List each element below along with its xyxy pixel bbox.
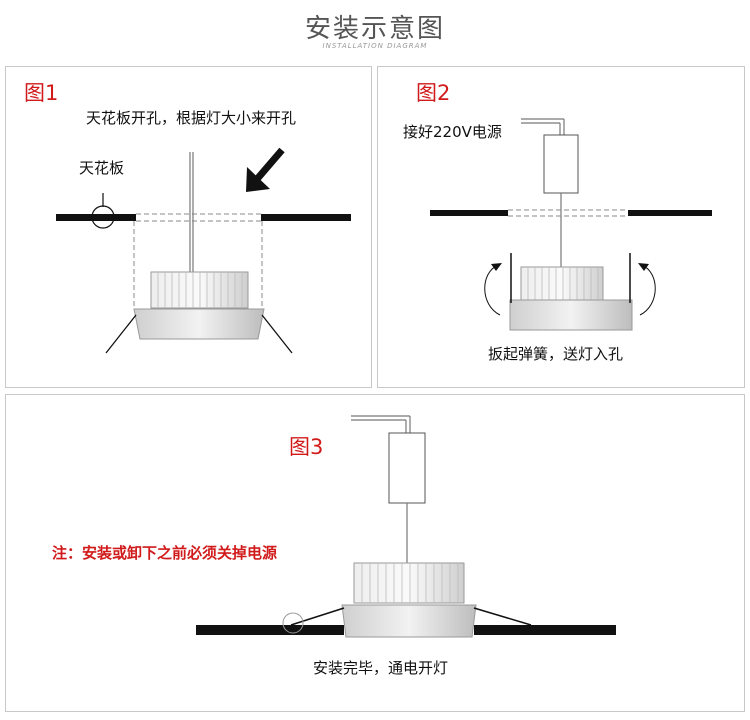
figure-3-caption: 安装完毕，通电开灯 [313, 659, 449, 677]
ceiling-board-left [196, 625, 344, 635]
driver-box [543, 134, 579, 194]
lamp-bezel [509, 299, 633, 331]
ceiling-board-right [474, 625, 616, 635]
spring-right [473, 607, 532, 626]
spring-marker-circle [282, 612, 304, 634]
page-title: 安装示意图 [304, 14, 445, 44]
figure-2-instruction: 扳起弹簧，送灯入孔 [488, 345, 624, 363]
figure-1-panel: 图1 天花板开孔，根据灯大小来开孔 天花板 [5, 66, 372, 388]
figure-1-drawing [56, 147, 351, 354]
figure-3-panel: 图3 注：安装或卸下之前必须关掉电源 安装完毕，通电开灯 [5, 394, 745, 712]
spring-left [290, 607, 345, 626]
arrow-icon [246, 147, 285, 192]
figure-1-label: 图1 [24, 81, 59, 105]
lamp-heatsink [353, 562, 465, 604]
power-label: 接好220V电源 [403, 123, 502, 141]
driver-box [388, 432, 426, 504]
ceiling-board-right [261, 214, 351, 221]
figure-1-instruction: 天花板开孔，根据灯大小来开孔 [86, 109, 297, 127]
rotate-arrow-right-icon [639, 264, 656, 316]
page-subtitle: INSTALLATION DIAGRAM [322, 42, 428, 50]
spring-left [105, 314, 137, 354]
lamp-bezel [341, 604, 477, 638]
ceiling-board-left [430, 210, 508, 216]
rotate-arrow-left-icon [484, 264, 501, 316]
lamp-heatsink [150, 271, 249, 309]
figure-2-label: 图2 [416, 81, 451, 105]
lamp-bezel [133, 308, 265, 340]
figure-2-panel: 图2 接好220V电源 扳起弹簧，送灯入孔 [377, 66, 745, 388]
figure-3-label: 图3 [289, 435, 324, 459]
figure-2-drawing [430, 118, 712, 331]
ceiling-board-left [56, 214, 136, 221]
figure-3-drawing [196, 415, 616, 638]
spring-right [261, 314, 293, 354]
ceiling-label: 天花板 [79, 159, 125, 177]
ceiling-board-right [628, 210, 712, 216]
safety-warning: 注：安装或卸下之前必须关掉电源 [52, 544, 278, 562]
